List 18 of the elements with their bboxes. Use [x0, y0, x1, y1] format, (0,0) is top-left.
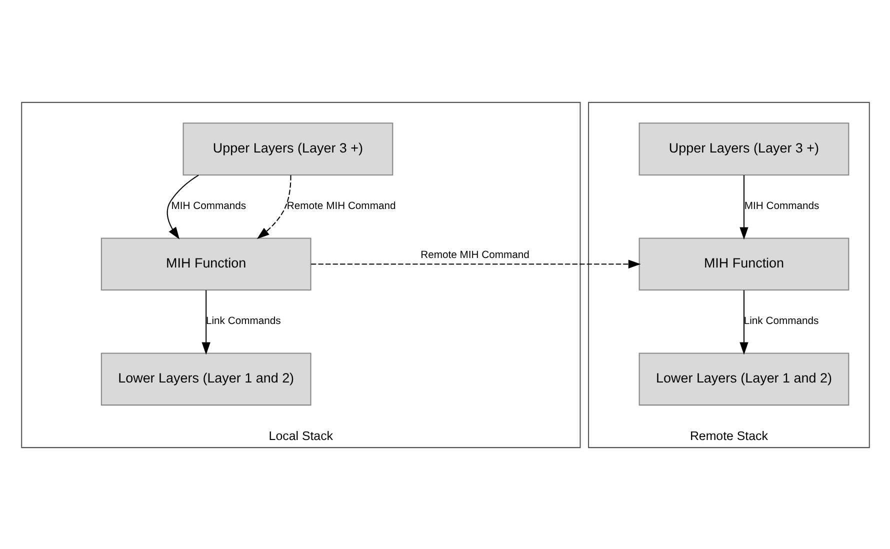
- edge-label: Remote MIH Command: [286, 200, 396, 212]
- arrow: [739, 174, 748, 240]
- node-box: Upper Layers (Layer 3 +): [638, 122, 849, 175]
- arrow: [256, 174, 291, 238]
- node-box: Lower Layers (Layer 1 and 2): [100, 352, 311, 406]
- arrow: [310, 259, 640, 268]
- edge-label: Remote MIH Command: [420, 249, 529, 260]
- arrow: [166, 174, 198, 239]
- node-box: MIH Function: [100, 237, 311, 290]
- edge-label: Link Commands: [743, 316, 818, 327]
- node-box: Upper Layers (Layer 3 +): [182, 122, 393, 175]
- arrow: [201, 290, 210, 354]
- edge-label: MIH Commands: [170, 200, 246, 212]
- node-box: MIH Function: [638, 237, 849, 290]
- edge-label: MIH Commands: [744, 200, 819, 212]
- node-box: Lower Layers (Layer 1 and 2): [638, 352, 849, 406]
- arrow: [739, 290, 748, 354]
- edge-label: Link Commands: [205, 316, 280, 327]
